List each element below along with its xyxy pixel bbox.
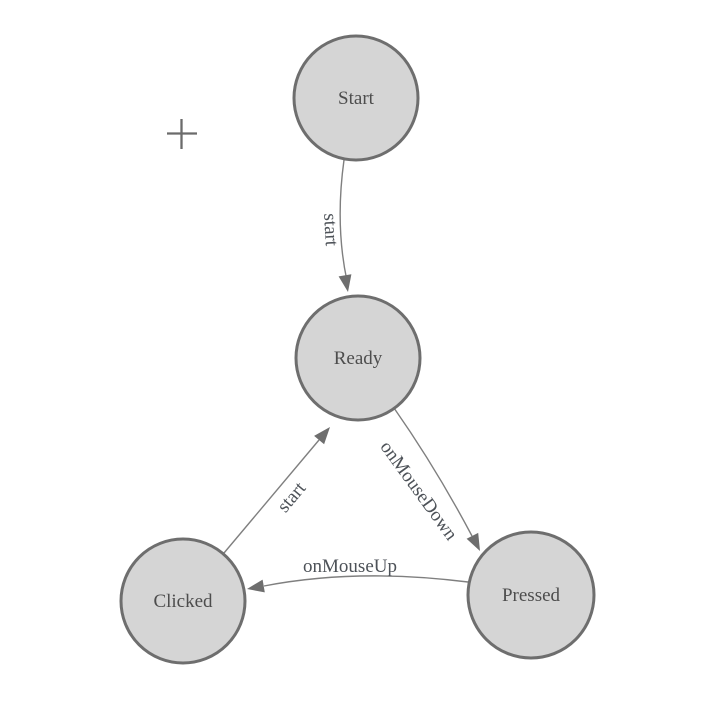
edge-ready-to-pressed[interactable]: onMouseDown <box>376 407 480 551</box>
node-label: Pressed <box>502 585 561 606</box>
arrowhead-icon <box>314 427 330 445</box>
node-circle[interactable] <box>294 294 422 422</box>
state-node-ready[interactable]: Ready <box>294 294 422 422</box>
edge-line[interactable] <box>263 575 469 587</box>
edge-line[interactable] <box>223 439 320 554</box>
state-node-start[interactable]: Start <box>292 34 420 162</box>
edge-label-start-ready: start <box>319 213 342 247</box>
node-circle[interactable] <box>466 530 596 660</box>
crosshair-plus-icon <box>167 119 197 149</box>
edge-label-pressed-clicked: onMouseUp <box>303 556 397 577</box>
edge-clicked-to-ready[interactable]: start <box>223 427 330 554</box>
arrowhead-icon <box>466 532 480 551</box>
node-circle[interactable] <box>119 537 247 665</box>
node-label: Ready <box>334 348 383 369</box>
edge-line[interactable] <box>339 159 348 282</box>
node-circle[interactable] <box>292 34 420 162</box>
arrowhead-icon <box>338 274 352 292</box>
edge-line[interactable] <box>393 407 473 537</box>
edge-pressed-to-clicked[interactable]: onMouseUp <box>247 556 469 593</box>
state-node-clicked[interactable]: Clicked <box>119 537 247 665</box>
state-node-pressed[interactable]: Pressed <box>466 530 596 660</box>
node-label: Clicked <box>153 591 213 612</box>
edge-label-clicked-ready: start <box>273 478 311 517</box>
edge-start-to-ready[interactable]: start <box>319 159 352 292</box>
arrowhead-icon <box>247 579 265 593</box>
node-label: Start <box>338 88 375 109</box>
edge-label-ready-pressed: onMouseDown <box>376 437 462 545</box>
